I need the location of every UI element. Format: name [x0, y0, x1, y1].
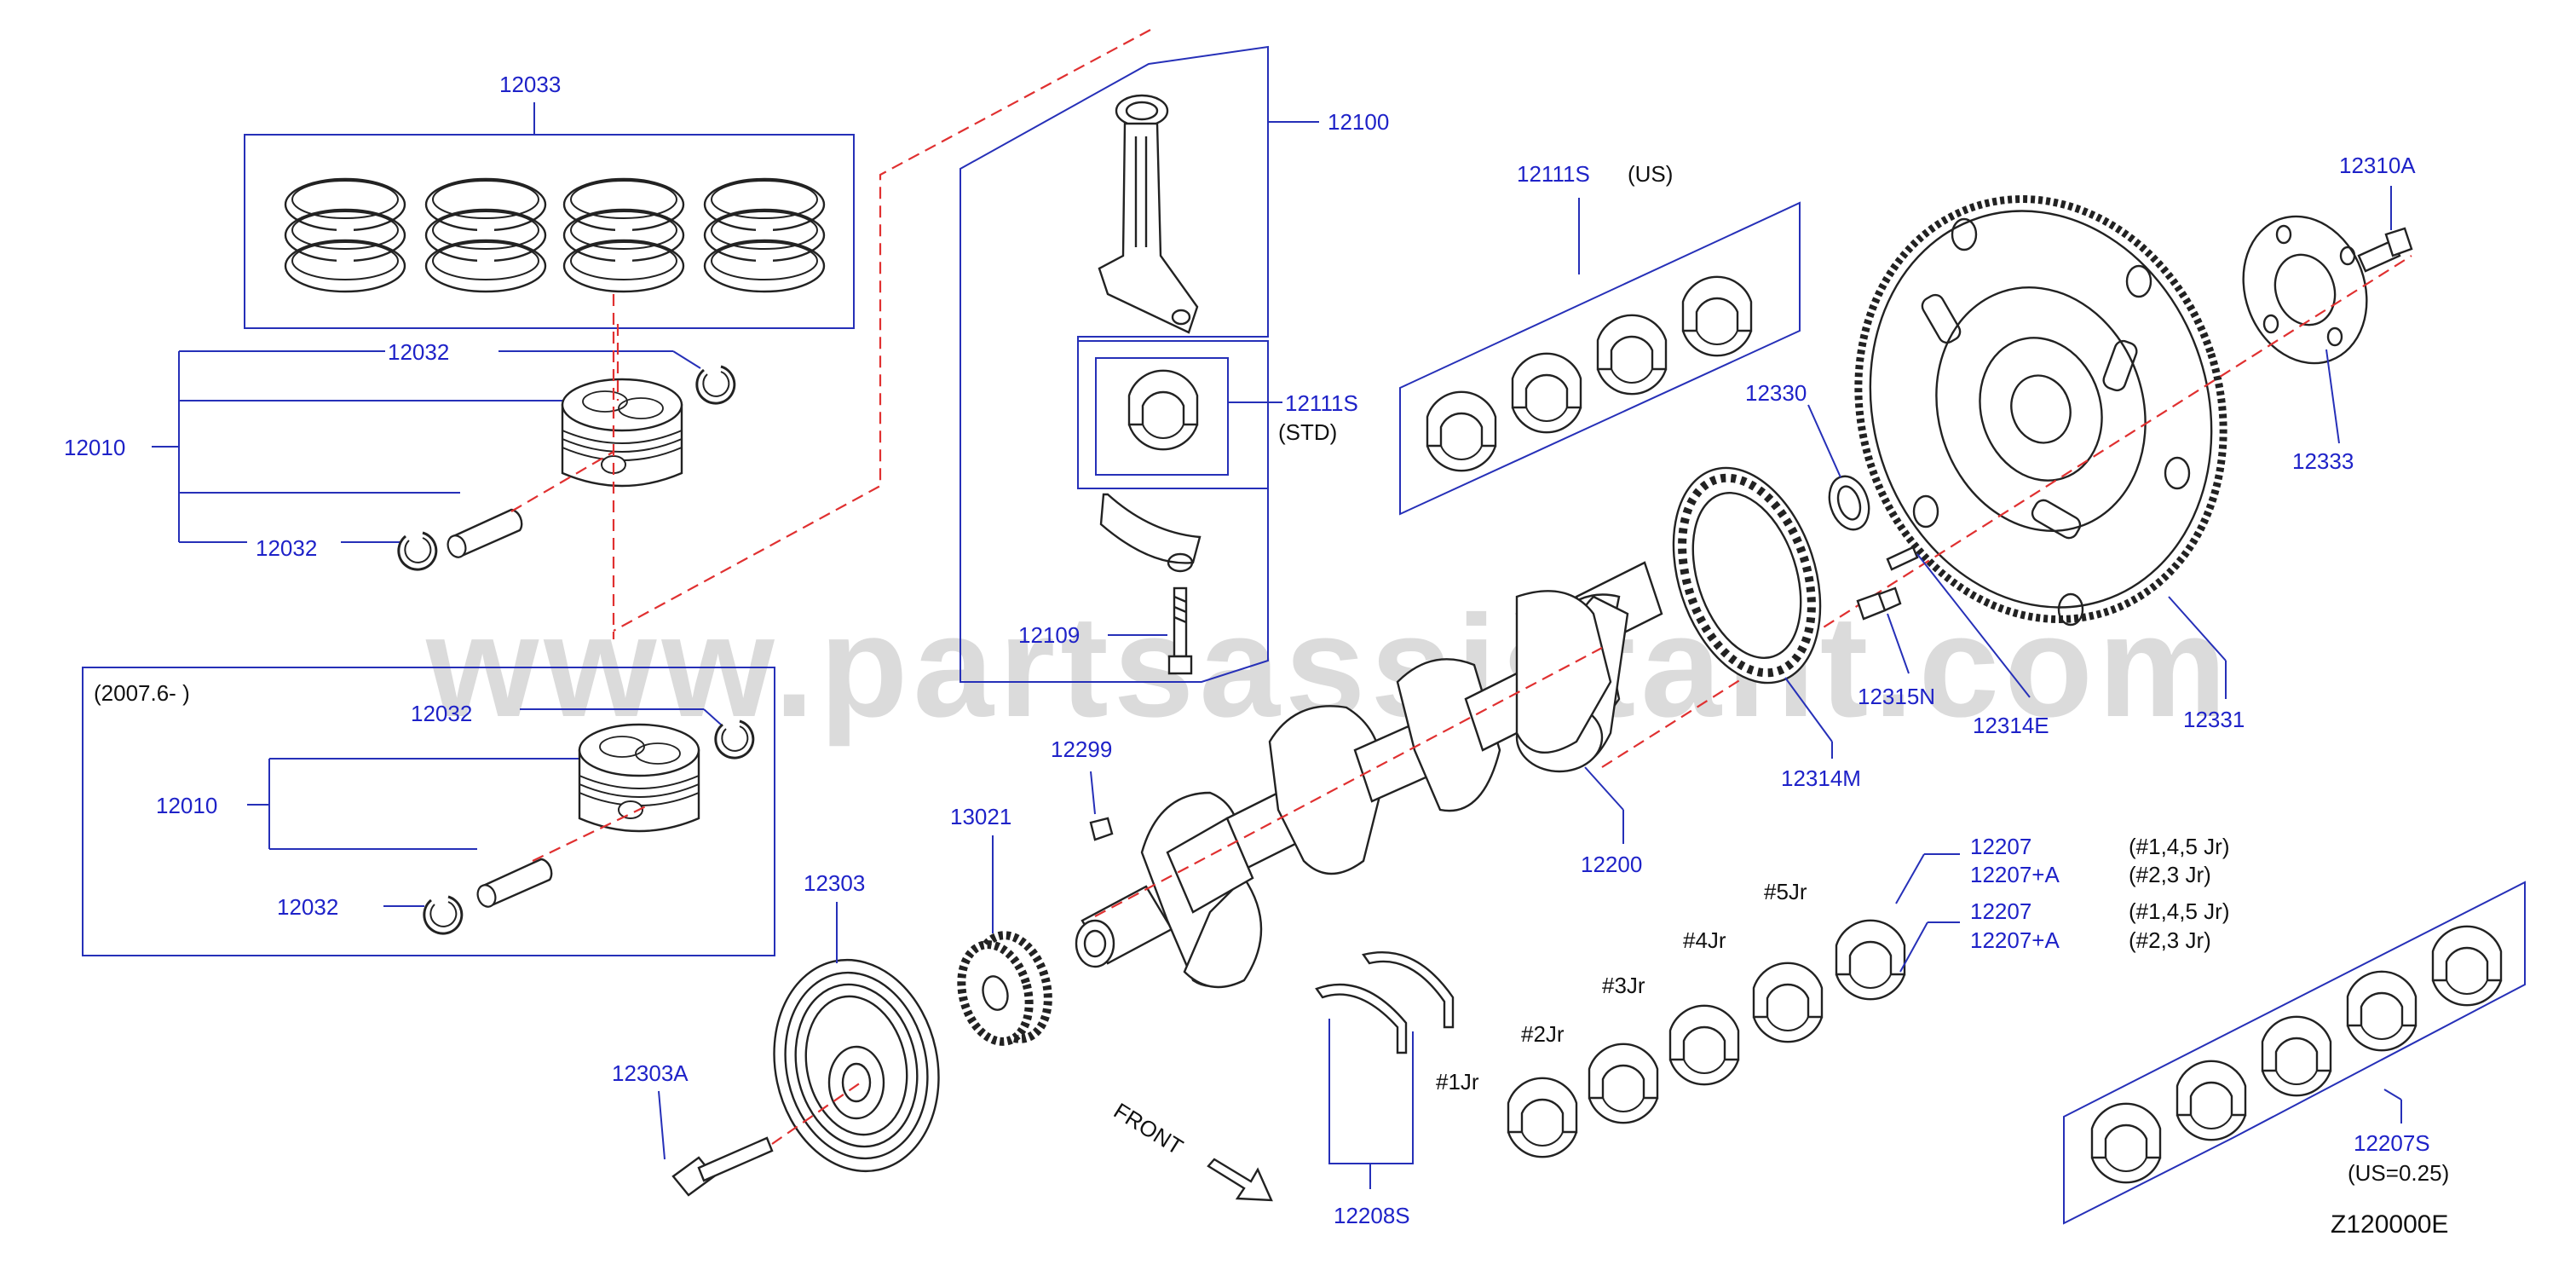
front-label: FRONT [1109, 1098, 1188, 1160]
label-12207S[interactable]: 12207S [2354, 1130, 2430, 1156]
front-arrow-icon [1207, 1158, 1273, 1202]
centerline-crank [1601, 255, 2412, 768]
box-12207S [2063, 881, 2526, 1225]
label-12207-a[interactable]: 12207 [1970, 834, 2031, 859]
label-jr23-a: (#2,3 Jr) [2129, 862, 2211, 887]
diagram-code: Z120000E [2331, 1210, 2448, 1239]
signal-plate [1672, 466, 1822, 684]
label-jr1: #1Jr [1436, 1069, 1479, 1095]
label-jr3: #3Jr [1602, 973, 1645, 998]
pulley-bolt [671, 1136, 774, 1197]
crank-pulley [773, 958, 940, 1173]
label-jr145-a: (#1,4,5 Jr) [2129, 834, 2230, 859]
snap-ring-2 [397, 531, 438, 571]
label-std: (STD) [1278, 419, 1337, 445]
label-12331[interactable]: 12331 [2183, 707, 2245, 732]
label-12303A[interactable]: 12303A [612, 1060, 689, 1086]
label-12330[interactable]: 12330 [1745, 380, 1807, 406]
label-jr145-b: (#1,4,5 Jr) [2129, 898, 2230, 924]
piston-pin-upper [443, 508, 523, 561]
label-jr5: #5Jr [1764, 879, 1807, 904]
label-12314E[interactable]: 12314E [1973, 713, 2049, 738]
label-12100[interactable]: 12100 [1328, 109, 1389, 135]
flywheel-drive-plate [1854, 195, 2227, 627]
piston-rings-group [284, 177, 826, 293]
woodruff-key [1089, 817, 1114, 841]
label-jr23-b: (#2,3 Jr) [2129, 927, 2211, 953]
rear-oil-seal [1828, 475, 1870, 531]
label-12333[interactable]: 12333 [2292, 448, 2354, 474]
box-12111S-std [1077, 340, 1269, 489]
label-12310A[interactable]: 12310A [2339, 153, 2416, 178]
dowel-pin [1886, 546, 1919, 571]
snap-ring-1 [695, 365, 736, 405]
label-jr2: #2Jr [1521, 1021, 1565, 1047]
piston-upper [561, 378, 683, 488]
inset-date-label: (2007.6- ) [94, 680, 190, 706]
label-12032-b[interactable]: 12032 [256, 535, 317, 561]
connecting-rod [1098, 94, 1199, 334]
box-inset-2007 [82, 667, 775, 956]
label-13021[interactable]: 13021 [950, 804, 1011, 829]
label-12111S-std[interactable]: 12111S [1285, 390, 1358, 416]
label-12315N[interactable]: 12315N [1858, 684, 1935, 709]
thrust-washers [1315, 951, 1455, 1054]
label-jr4: #4Jr [1683, 927, 1726, 953]
piston-lower [578, 723, 700, 833]
box-12033 [244, 134, 855, 329]
label-12299[interactable]: 12299 [1051, 736, 1112, 762]
flywheel-bolt [2357, 227, 2413, 273]
snap-ring-4 [423, 895, 464, 935]
label-12010-b[interactable]: 12010 [156, 793, 217, 818]
rod-bearing-shell-std [1127, 369, 1199, 451]
rod-bolt [1167, 586, 1193, 675]
label-12032-d[interactable]: 12032 [277, 894, 338, 920]
crank-sprocket [957, 931, 1052, 1046]
label-12033[interactable]: 12033 [499, 72, 561, 97]
rod-cap [1099, 493, 1202, 573]
label-12207A-b[interactable]: 12207+A [1970, 927, 2060, 953]
piston-pin-lower [473, 858, 553, 910]
label-12314M[interactable]: 12314M [1781, 765, 1861, 791]
label-12208S[interactable]: 12208S [1334, 1203, 1410, 1228]
signal-plate-bolt [1856, 586, 1902, 621]
label-12200[interactable]: 12200 [1581, 852, 1642, 877]
main-bearings [1507, 919, 1906, 1158]
label-12032-c[interactable]: 12032 [411, 701, 472, 726]
reinforcement-plate [2242, 215, 2368, 365]
label-12303[interactable]: 12303 [804, 870, 865, 896]
label-12111S-us[interactable]: 12111S [1517, 161, 1590, 187]
label-12109[interactable]: 12109 [1018, 622, 1080, 648]
label-12032-a[interactable]: 12032 [388, 339, 449, 365]
box-12111S-us [1399, 201, 1801, 516]
centerline-piston [612, 29, 1151, 639]
label-us: (US) [1628, 161, 1673, 187]
label-12010-a[interactable]: 12010 [64, 435, 125, 460]
label-us025: (US=0.25) [2348, 1160, 2449, 1186]
label-12207-b[interactable]: 12207 [1970, 898, 2031, 924]
crankshaft [1075, 561, 1663, 989]
label-12207A-a[interactable]: 12207+A [1970, 862, 2060, 887]
